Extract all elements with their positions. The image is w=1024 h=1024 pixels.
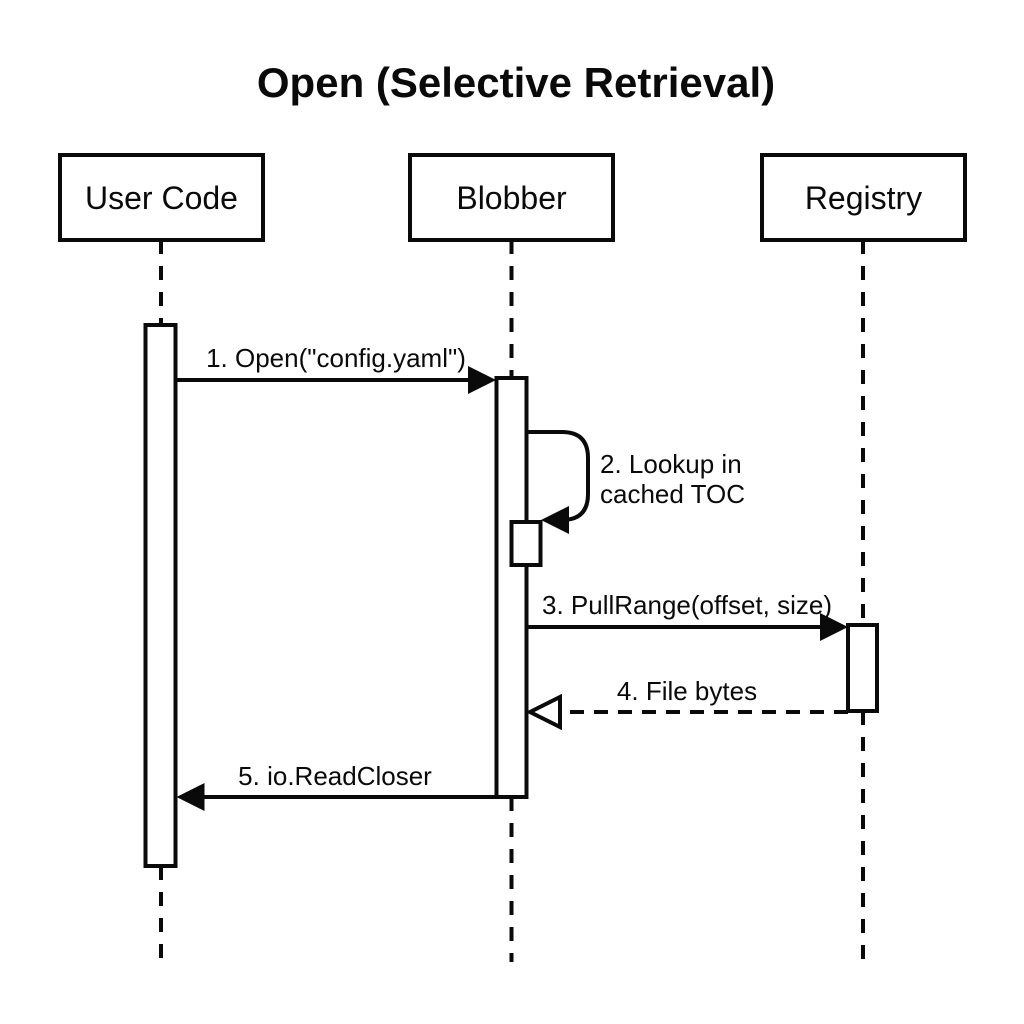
message-file-bytes: 4. File bytes (525, 676, 848, 731)
message-pullrange: 3. PullRange(offset, size) (526, 590, 848, 641)
participant-box-blobber (408, 153, 615, 242)
message-readcloser-arrowhead-icon (176, 783, 205, 811)
message-lookup-label-line1: 2. Lookup in (600, 449, 742, 479)
message-open-arrowhead-icon (468, 366, 496, 394)
diagram-title: Open (Selective Retrieval) (257, 59, 775, 106)
message-file-bytes-arrowhead-icon (525, 693, 562, 731)
message-readcloser-label: 5. io.ReadCloser (238, 761, 432, 791)
message-open-config: 1. Open("config.yaml") (176, 343, 496, 394)
participant-label-blobber: Blobber (456, 180, 567, 216)
participant-box-user-code (58, 153, 265, 242)
participant-label-registry: Registry (805, 180, 922, 216)
participant-registry: Registry (760, 153, 967, 242)
message-pullrange-arrowhead-icon (820, 613, 848, 641)
activation-user-code (143, 323, 178, 868)
participant-label-user-code: User Code (85, 180, 238, 216)
activation-blobber (494, 376, 529, 799)
message-lookup-loop-line (526, 430, 590, 522)
message-file-bytes-label: 4. File bytes (617, 676, 757, 706)
activation-registry (846, 623, 879, 713)
message-lookup-self: 2. Lookup in cached TOC (526, 430, 745, 534)
activation-blobber-nested (509, 520, 543, 567)
message-lookup-label-line2: cached TOC (600, 479, 745, 509)
participant-user-code: User Code (58, 153, 265, 242)
participant-blobber: Blobber (408, 153, 615, 242)
message-readcloser: 5. io.ReadCloser (176, 761, 496, 811)
message-lookup-arrowhead-icon (541, 506, 569, 534)
participant-box-registry (760, 153, 967, 242)
message-pullrange-label: 3. PullRange(offset, size) (542, 590, 832, 620)
message-open-label: 1. Open("config.yaml") (206, 343, 466, 373)
